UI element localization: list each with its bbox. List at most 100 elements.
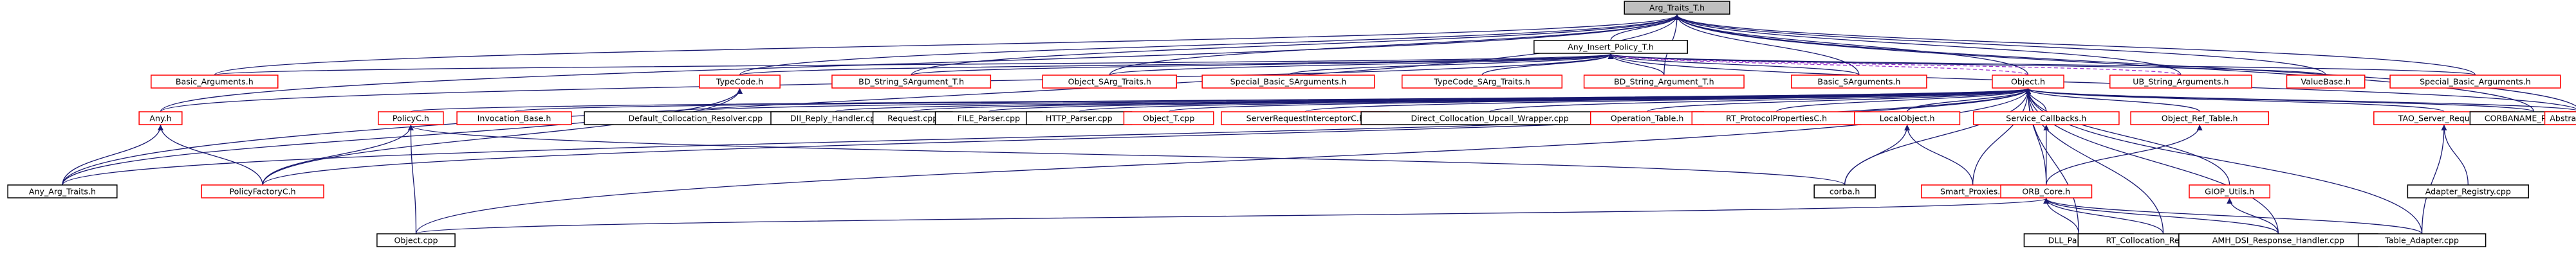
edge-specargs-to-aip <box>1608 53 2476 76</box>
node-label: Table_Adapter.cpp <box>2384 236 2459 245</box>
node-anyh[interactable]: Any.h <box>138 111 183 125</box>
node-objectt[interactable]: Object_T.cpp <box>1123 111 1214 125</box>
node-policyfactory[interactable]: PolicyFactoryC.h <box>201 184 324 198</box>
node-label: LocalObject.h <box>1880 114 1935 123</box>
node-anyargtraits[interactable]: Any_Arg_Traits.h <box>7 184 118 198</box>
node-objectcpp[interactable]: Object.cpp <box>376 233 456 247</box>
node-request[interactable]: Request.cpp <box>872 111 953 125</box>
node-label: TypeCode_SArg_Traits.h <box>1433 77 1530 87</box>
node-box <box>1201 75 1375 89</box>
node-fileparser[interactable]: FILE_Parser.cpp <box>934 111 1042 125</box>
edge-object-to-aip <box>1608 53 2029 76</box>
node-box <box>2130 111 2269 125</box>
node-giop[interactable]: GIOP_Utils.h <box>2189 184 2271 198</box>
node-corbah[interactable]: corba.h <box>1813 184 1876 198</box>
node-amh[interactable]: AMH_DSI_Response_Handler.cpp <box>2178 233 2378 247</box>
edge-basicsargs-to-aip <box>1608 53 1860 76</box>
node-box <box>1534 40 1688 54</box>
node-dii[interactable]: DII_Reply_Handler.cpp <box>770 111 900 125</box>
node-label: Basic_Arguments.h <box>176 77 254 87</box>
node-label: Adapter_Registry.cpp <box>2425 187 2511 197</box>
edge-tableadapter-to-tao_sr <box>2421 125 2447 234</box>
node-specsargs[interactable]: Special_Basic_SArguments.h <box>1201 75 1375 89</box>
node-box <box>699 75 781 89</box>
edge-objectcpp-to-orbcore <box>415 198 2049 234</box>
node-specargs[interactable]: Special_Basic_Arguments.h <box>2389 75 2561 89</box>
graph-edges <box>62 14 2576 234</box>
node-box <box>151 75 279 89</box>
node-tcsarg[interactable]: TypeCode_SArg_Traits.h <box>1402 75 1563 89</box>
node-adapterreg[interactable]: Adapter_Registry.cpp <box>2407 184 2530 198</box>
node-bdsa[interactable]: BD_String_SArgument_T.h <box>831 75 992 89</box>
node-box <box>201 184 324 198</box>
node-direct[interactable]: Direct_Collocation_Upcall_Wrapper.cpp <box>1360 111 1619 125</box>
node-box <box>456 111 572 125</box>
edge-tableadapter-to-object <box>2025 88 2423 234</box>
node-arg[interactable]: Arg_Traits_T.h <box>1624 1 1730 15</box>
node-box <box>1042 75 1178 89</box>
edge-ubargs-to-aip <box>1608 53 2182 76</box>
node-box <box>376 233 456 247</box>
node-label: Smart_Proxies.h <box>1940 187 2005 197</box>
node-label: Operation_Table.h <box>1611 114 1684 123</box>
edge-abstractbase-to-object <box>2025 88 2576 111</box>
node-rtprop[interactable]: RT_ProtocolPropertiesC.h <box>1691 111 1862 125</box>
edge-specargs-to-arg <box>1674 14 2476 76</box>
node-objsarg[interactable]: Object_SArg_Traits.h <box>1042 75 1178 89</box>
edge-corbaname-to-object <box>2025 88 2534 112</box>
node-box <box>1854 111 1961 125</box>
node-box <box>2544 111 2576 125</box>
node-objref[interactable]: Object_Ref_Table.h <box>2130 111 2269 125</box>
node-label: TAO_Server_Request.h <box>2398 114 2490 123</box>
edge-tableadapter-to-orbcore <box>2043 198 2423 234</box>
node-box <box>2357 233 2487 247</box>
node-box <box>831 75 992 89</box>
node-label: Object_SArg_Traits.h <box>1068 77 1151 87</box>
node-orbcore[interactable]: ORB_Core.h <box>2000 184 2093 198</box>
node-bdarg[interactable]: BD_String_Argument_T.h <box>1583 75 1745 89</box>
node-label: PolicyFactoryC.h <box>230 187 296 197</box>
edge-corbah-to-localobj <box>1844 125 1911 186</box>
node-object[interactable]: Object.h <box>1992 75 2064 89</box>
node-box <box>2407 184 2530 198</box>
edge-bdsa-to-aip <box>911 53 1614 76</box>
node-optable[interactable]: Operation_Table.h <box>1589 111 1705 125</box>
edge-tao_sr-to-object <box>2025 88 2445 112</box>
node-tableadapter[interactable]: Table_Adapter.cpp <box>2357 233 2487 247</box>
node-label: Object.h <box>2011 77 2045 87</box>
node-sric[interactable]: ServerRequestInterceptorC.h <box>1221 111 1390 125</box>
edge-anyargtraits-to-object <box>62 88 2031 186</box>
node-basicsargs[interactable]: Basic_SArguments.h <box>1791 75 1927 89</box>
node-typecode[interactable]: TypeCode.h <box>699 75 781 89</box>
edge-orbcore-to-object <box>2025 88 2047 186</box>
edge-basicsargs-to-arg <box>1674 14 1860 76</box>
node-invocation[interactable]: Invocation_Base.h <box>456 111 572 125</box>
node-label: Invocation_Base.h <box>477 114 551 123</box>
edge-policyfactory-to-object <box>262 88 2031 186</box>
node-svccb[interactable]: Service_Callbacks.h <box>1972 111 2120 125</box>
edge-orbcore-to-objref <box>2046 125 2203 186</box>
edge-typecode-to-arg <box>739 14 1680 76</box>
edge-amh-to-orbcore <box>2043 198 2279 234</box>
edge-basicargs-to-arg <box>214 14 1680 76</box>
edge-basicargs-to-aip <box>214 53 1613 76</box>
edge-tcsarg-to-aip <box>1481 53 1614 76</box>
edge-objsarg-to-aip <box>1109 53 1614 76</box>
node-aip[interactable]: Any_Insert_Policy_T.h <box>1534 40 1688 54</box>
node-localobj[interactable]: LocalObject.h <box>1854 111 1961 125</box>
node-abstractbase[interactable]: AbstractBase.h <box>2544 111 2576 125</box>
node-label: ServerRequestInterceptorC.h <box>1246 114 1364 123</box>
node-basicargs[interactable]: Basic_Arguments.h <box>151 75 279 89</box>
node-policyc[interactable]: PolicyC.h <box>378 111 444 125</box>
edge-direct-to-object <box>1489 88 2031 112</box>
node-ubargs[interactable]: UB_String_Arguments.h <box>2109 75 2252 89</box>
node-httpparser[interactable]: HTTP_Parser.cpp <box>1026 111 1133 125</box>
edge-valuebase-to-arg <box>1674 14 2326 76</box>
edge-adapterreg-to-tao_sr <box>2441 125 2469 186</box>
node-box <box>7 184 118 198</box>
node-smartproxies[interactable]: Smart_Proxies.h <box>1921 184 2025 198</box>
edge-corbaname-to-arg <box>1674 14 2535 112</box>
node-valuebase[interactable]: ValueBase.h <box>2286 75 2366 89</box>
edge-dllparser-to-object <box>2025 88 2079 234</box>
node-defcoll[interactable]: Default_Collocation_Resolver.cpp <box>584 111 808 125</box>
